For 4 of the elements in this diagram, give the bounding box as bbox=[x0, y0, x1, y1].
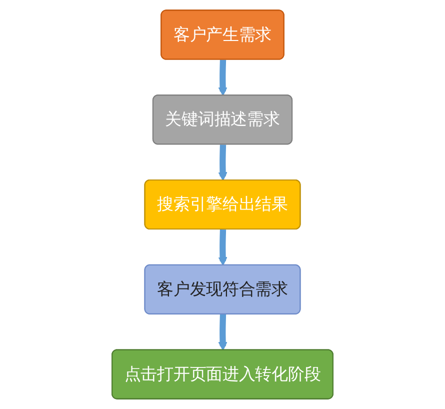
arrow bbox=[218, 314, 228, 351]
arrow bbox=[218, 144, 228, 181]
arrow bbox=[218, 229, 228, 266]
arrow bbox=[218, 60, 228, 96]
